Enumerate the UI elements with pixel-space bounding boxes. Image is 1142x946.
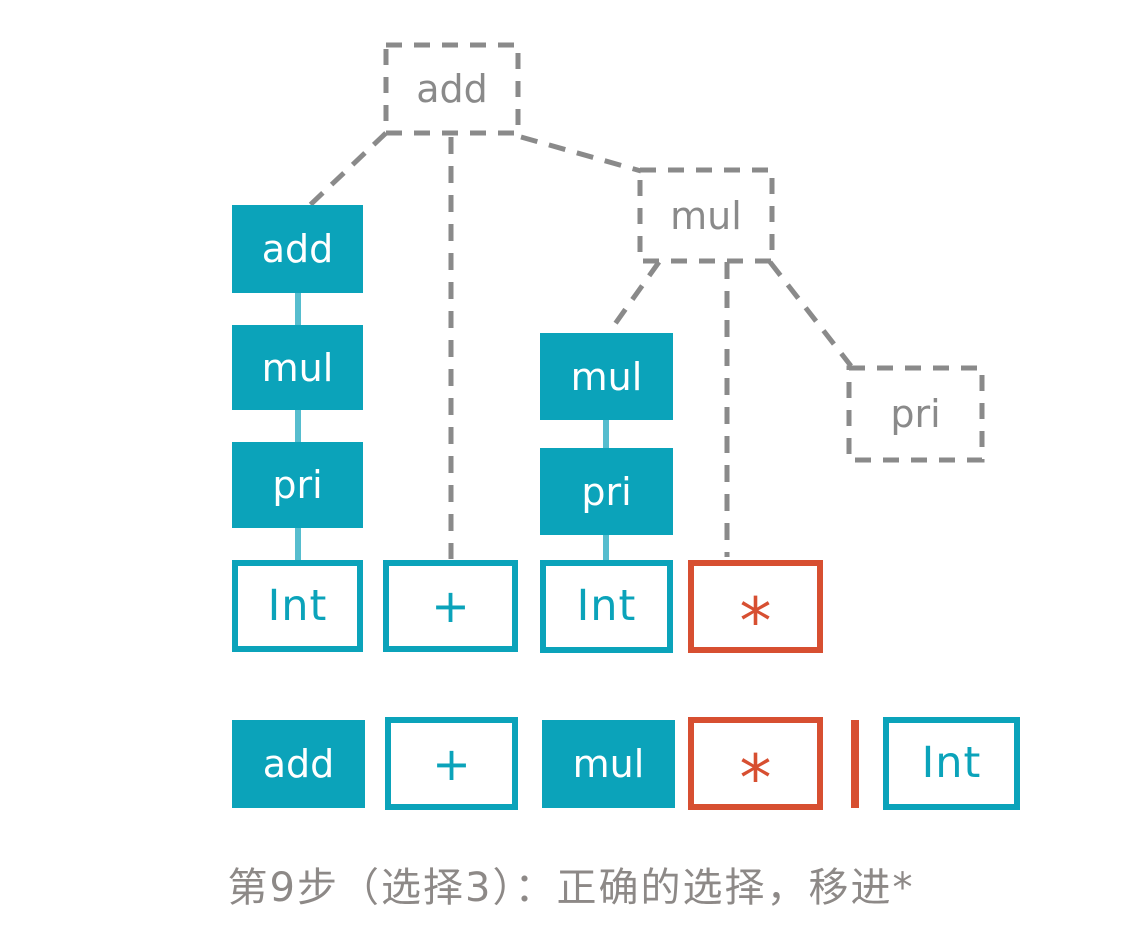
tree-node-pri-left: pri bbox=[232, 442, 363, 528]
star-glyph: * bbox=[739, 584, 772, 659]
edge-mul-to-pri bbox=[768, 260, 853, 368]
ghost-box-mul bbox=[637, 167, 775, 264]
tree-node-pri-mid: pri bbox=[540, 448, 673, 535]
tree-node-mul-mid: mul bbox=[540, 333, 673, 420]
caption: 第9步（选择3）：正确的选择，移进* bbox=[227, 865, 915, 911]
tree-node-add-left: add bbox=[232, 205, 363, 293]
tree-node-add-root: add bbox=[416, 67, 488, 111]
stack-token-plus: + bbox=[385, 717, 518, 810]
tree-node-mul-pending: mul bbox=[670, 193, 742, 238]
stack-token-add: add bbox=[232, 720, 365, 808]
edge-mul-to-left-mul bbox=[607, 260, 662, 333]
tree-leaf-star: * bbox=[688, 560, 823, 659]
tree-leaf-plus: + bbox=[383, 560, 518, 652]
stack-token-mul: mul bbox=[542, 720, 675, 808]
tree-node-pri-pending: pri bbox=[890, 392, 941, 436]
edge-root-to-mul bbox=[520, 134, 642, 174]
edge-root-to-left-add bbox=[307, 131, 388, 208]
tree-node-mul-left: mul bbox=[232, 325, 363, 410]
stack-lookahead-int: Int bbox=[883, 717, 1020, 810]
ghost-box-add-root bbox=[383, 42, 521, 136]
ghost-box-pri bbox=[846, 365, 985, 463]
stack-token-star: * bbox=[688, 717, 823, 816]
tree-leaf-int-left: Int bbox=[232, 560, 363, 652]
stack-cursor-divider bbox=[851, 720, 859, 808]
star-glyph: * bbox=[739, 741, 772, 816]
tree-leaf-int-mid: Int bbox=[540, 560, 673, 653]
